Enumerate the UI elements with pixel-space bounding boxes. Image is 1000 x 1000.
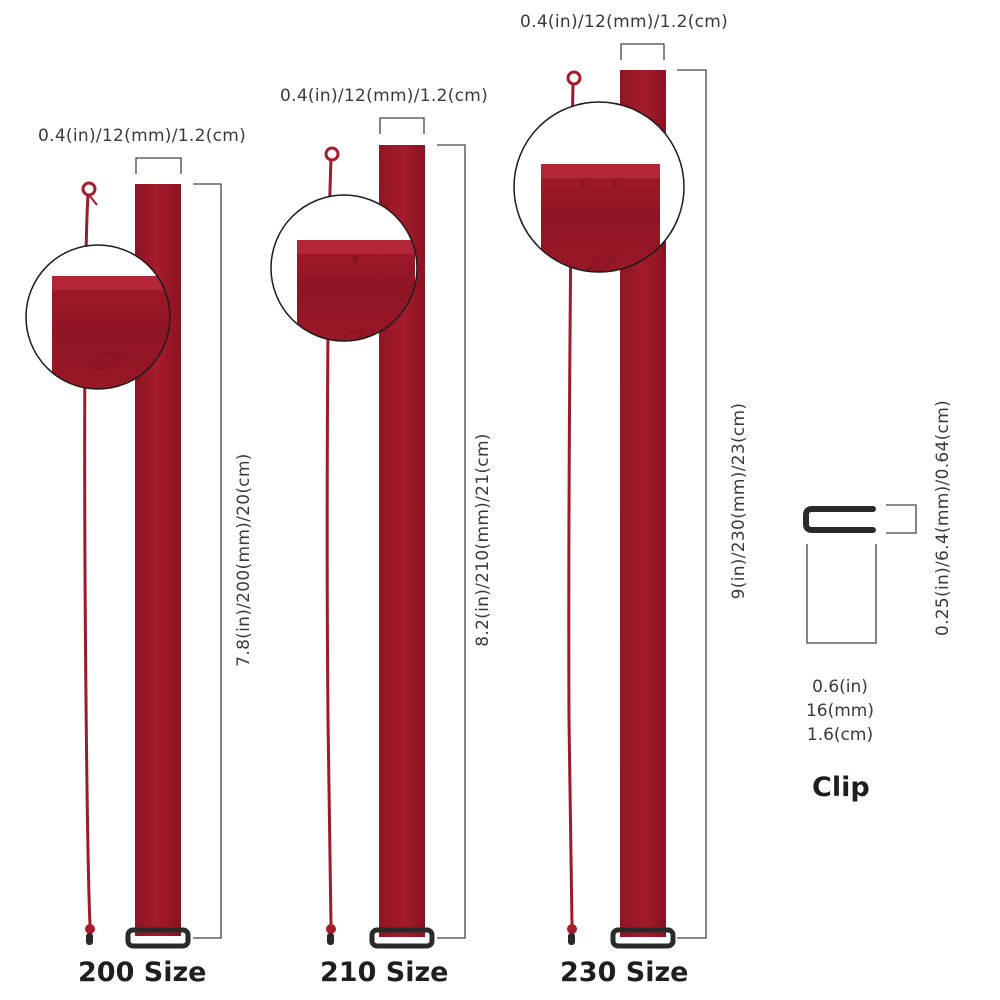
strap-200-top-ring — [81, 181, 97, 197]
strap-230-magnifier — [513, 101, 685, 273]
strap-210-width-label: 0.4(in)/12(mm)/1.2(cm) — [280, 86, 489, 106]
clip-width-line1: 0.6(in) — [812, 677, 868, 697]
strap-210-top-ring — [324, 146, 340, 162]
strap-230-length-bracket — [677, 69, 707, 939]
clip-width-bracket — [806, 544, 877, 644]
clip-title: Clip — [812, 772, 870, 803]
strap-230-width-label: 0.4(in)/12(mm)/1.2(cm) — [520, 12, 729, 32]
strap-200-length-label: 7.8(in)/200(mm)/20(cm) — [234, 453, 254, 667]
clip-width-label: 0.6(in) 16(mm) 1.6(cm) — [780, 675, 900, 747]
strap-210-bottom-ring — [326, 924, 336, 934]
strap-200-length-bracket — [193, 183, 222, 939]
strap-210-size-title: 210 Size — [320, 957, 449, 988]
clip-height-label: 0.25(in)/6.4(mm)/0.64(cm) — [933, 400, 953, 637]
strap-230-size-title: 230 Size — [560, 957, 689, 988]
strap-210 — [270, 117, 466, 949]
strap-230-top-ring — [566, 70, 582, 86]
strap-230-clip — [610, 927, 676, 949]
strap-200-width-label: 0.4(in)/12(mm)/1.2(cm) — [38, 126, 247, 146]
strap-200-clip — [125, 927, 191, 949]
strap-200-bottom-ring — [85, 924, 95, 934]
strap-210-clip — [369, 927, 435, 949]
strap-230 — [513, 43, 707, 949]
strap-210-length-bracket — [437, 144, 466, 939]
strap-200-width-bracket — [135, 157, 182, 174]
clip-diagram — [803, 504, 917, 644]
strap-210-length-label: 8.2(in)/210(mm)/21(cm) — [473, 433, 493, 647]
strap-200 — [25, 157, 222, 949]
strap-230-bottom-ring — [567, 924, 577, 934]
strap-230-width-bracket — [620, 43, 665, 60]
clip-shape — [803, 506, 876, 533]
clip-width-line3: 1.6(cm) — [806, 725, 874, 745]
clip-width-line2: 16(mm) — [805, 701, 875, 721]
strap-200-size-title: 200 Size — [78, 957, 207, 988]
strap-210-width-bracket — [379, 117, 425, 134]
clip-height-bracket — [886, 504, 917, 534]
strap-230-length-label: 9(in)/230(mm)/23(cm) — [729, 402, 749, 600]
